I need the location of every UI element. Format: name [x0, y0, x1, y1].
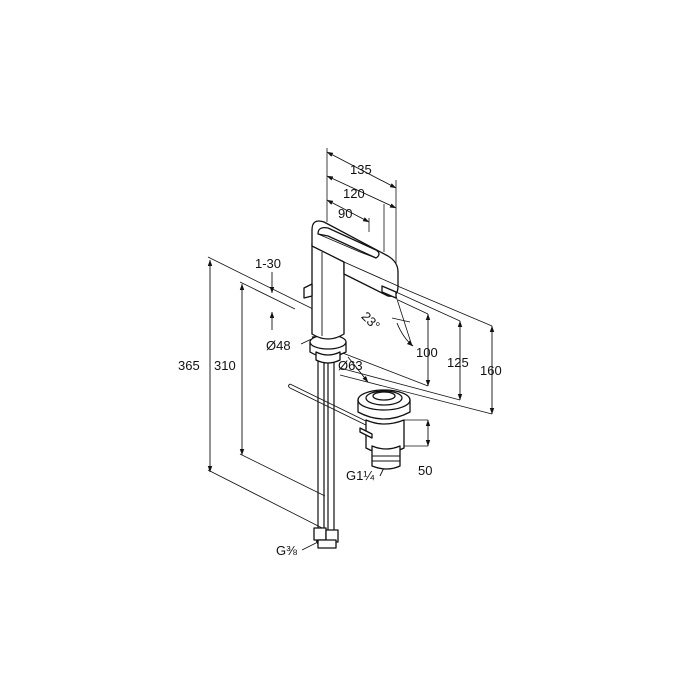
leader-d63: [347, 356, 369, 383]
lever-handle: [317, 226, 380, 259]
flex-hoses: [313, 360, 339, 549]
label-height-365: 365: [178, 358, 200, 373]
label-diameter-63: Ø63: [338, 358, 363, 373]
dimension-lines: [207, 151, 495, 551]
dim-line-120: [326, 175, 397, 209]
dim-line-90: [326, 199, 370, 223]
aerator: [381, 285, 397, 299]
label-thread-g38: G⅜: [276, 543, 297, 558]
label-thread-g114: G1¼: [346, 468, 374, 483]
label-width-120: 120: [343, 186, 365, 201]
label-angle-23: 23°: [359, 309, 384, 334]
label-width-90: 90: [338, 206, 352, 221]
label-drain-50: 50: [418, 463, 432, 478]
label-diameter-48: Ø48: [266, 338, 291, 353]
label-height-310: 310: [214, 358, 236, 373]
label-height-100: 100: [416, 345, 438, 360]
popup-rod: [288, 383, 373, 429]
faucet-body: [303, 220, 399, 364]
label-width-135: 135: [350, 162, 372, 177]
dim-arc-23: [396, 322, 414, 347]
dimension-labels: 135 120 90 1-30 Ø48 Ø63 365 310 100 125 …: [178, 162, 502, 558]
label-height-125: 125: [447, 355, 469, 370]
label-height-160: 160: [480, 363, 502, 378]
label-range-1-30: 1-30: [255, 256, 281, 271]
drain-assembly: [357, 389, 411, 470]
